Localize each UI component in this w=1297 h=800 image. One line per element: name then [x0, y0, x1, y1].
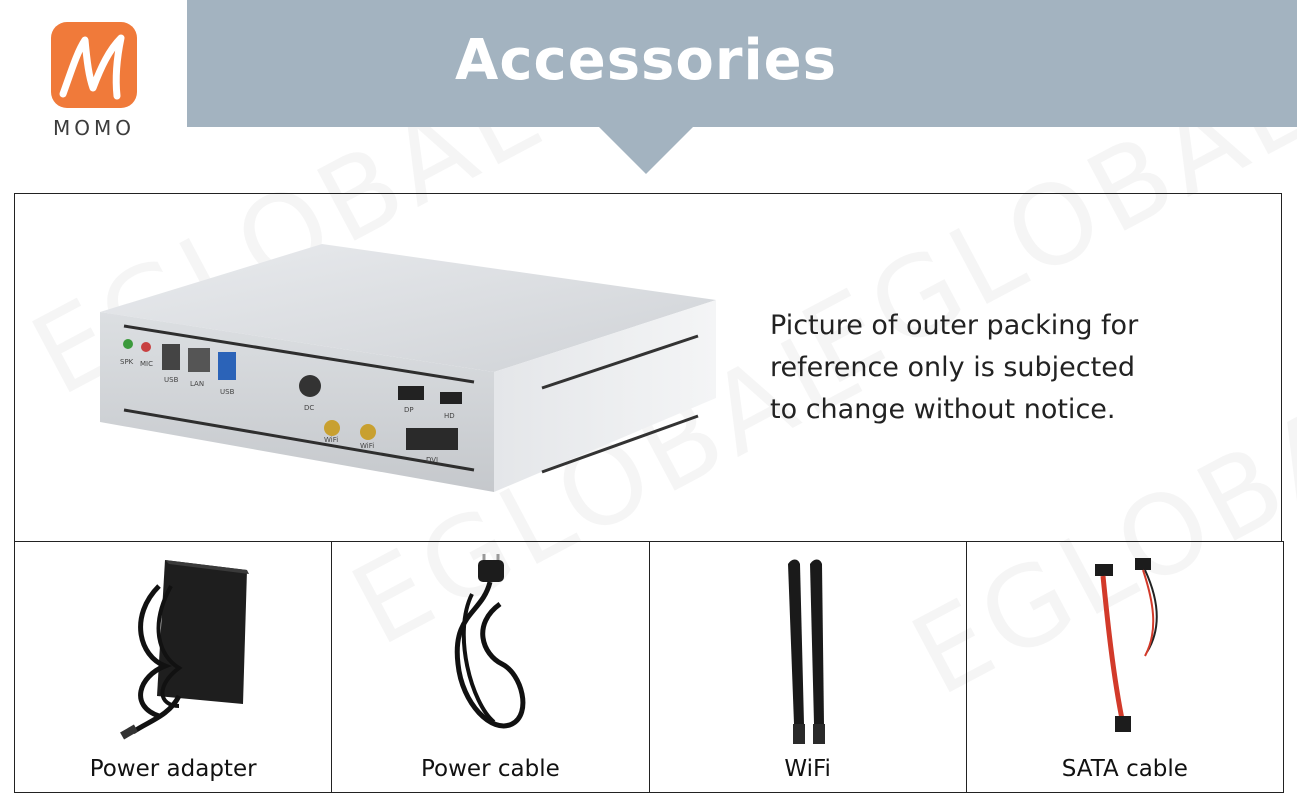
port-label: USB	[164, 376, 179, 384]
port-label: LAN	[190, 380, 204, 388]
port-label: DVI	[426, 456, 438, 464]
accessories-grid: Power adapter Power cable WiFi SATA	[14, 541, 1284, 793]
sata-cable-icon	[1094, 558, 1158, 732]
banner-pointer	[598, 126, 694, 174]
port-label: DP	[404, 406, 414, 414]
momo-logo-icon	[51, 22, 137, 108]
accessory-label: Power adapter	[89, 756, 257, 782]
mini-pc-image: SPK MIC USB LAN USB DC WiFi WiFi DP HD D…	[100, 244, 716, 492]
port-label: MIC	[140, 360, 153, 368]
page-title: Accessories	[455, 28, 837, 93]
notice-line: to change without notice.	[770, 394, 1116, 425]
port-label: HD	[444, 412, 455, 420]
accessory-wifi: WiFi	[650, 542, 967, 792]
header-banner	[187, 0, 1297, 127]
accessory-label: Power cable	[421, 756, 560, 782]
accessory-label: SATA cable	[1061, 756, 1188, 782]
brand-name: MOMO	[53, 116, 135, 140]
accessory-power-adapter: Power adapter	[15, 542, 333, 792]
port-label: WiFi	[360, 442, 374, 450]
brand-logo: MOMO	[0, 0, 187, 170]
port-label: WiFi	[324, 436, 338, 444]
port-label: USB	[220, 388, 235, 396]
wifi-antenna-icon	[787, 559, 825, 744]
notice-line: reference only is subjected	[770, 352, 1135, 383]
accessory-sata-cable: SATA cable	[967, 542, 1283, 792]
power-adapter-icon	[120, 560, 249, 740]
packing-notice: Picture of outer packing for reference o…	[770, 305, 1210, 431]
port-label: SPK	[120, 358, 134, 366]
notice-line: Picture of outer packing for	[770, 310, 1139, 341]
accessory-power-cable: Power cable	[332, 542, 650, 792]
port-label: DC	[304, 404, 314, 412]
power-cable-icon	[454, 554, 526, 729]
accessory-label: WiFi	[784, 756, 831, 782]
